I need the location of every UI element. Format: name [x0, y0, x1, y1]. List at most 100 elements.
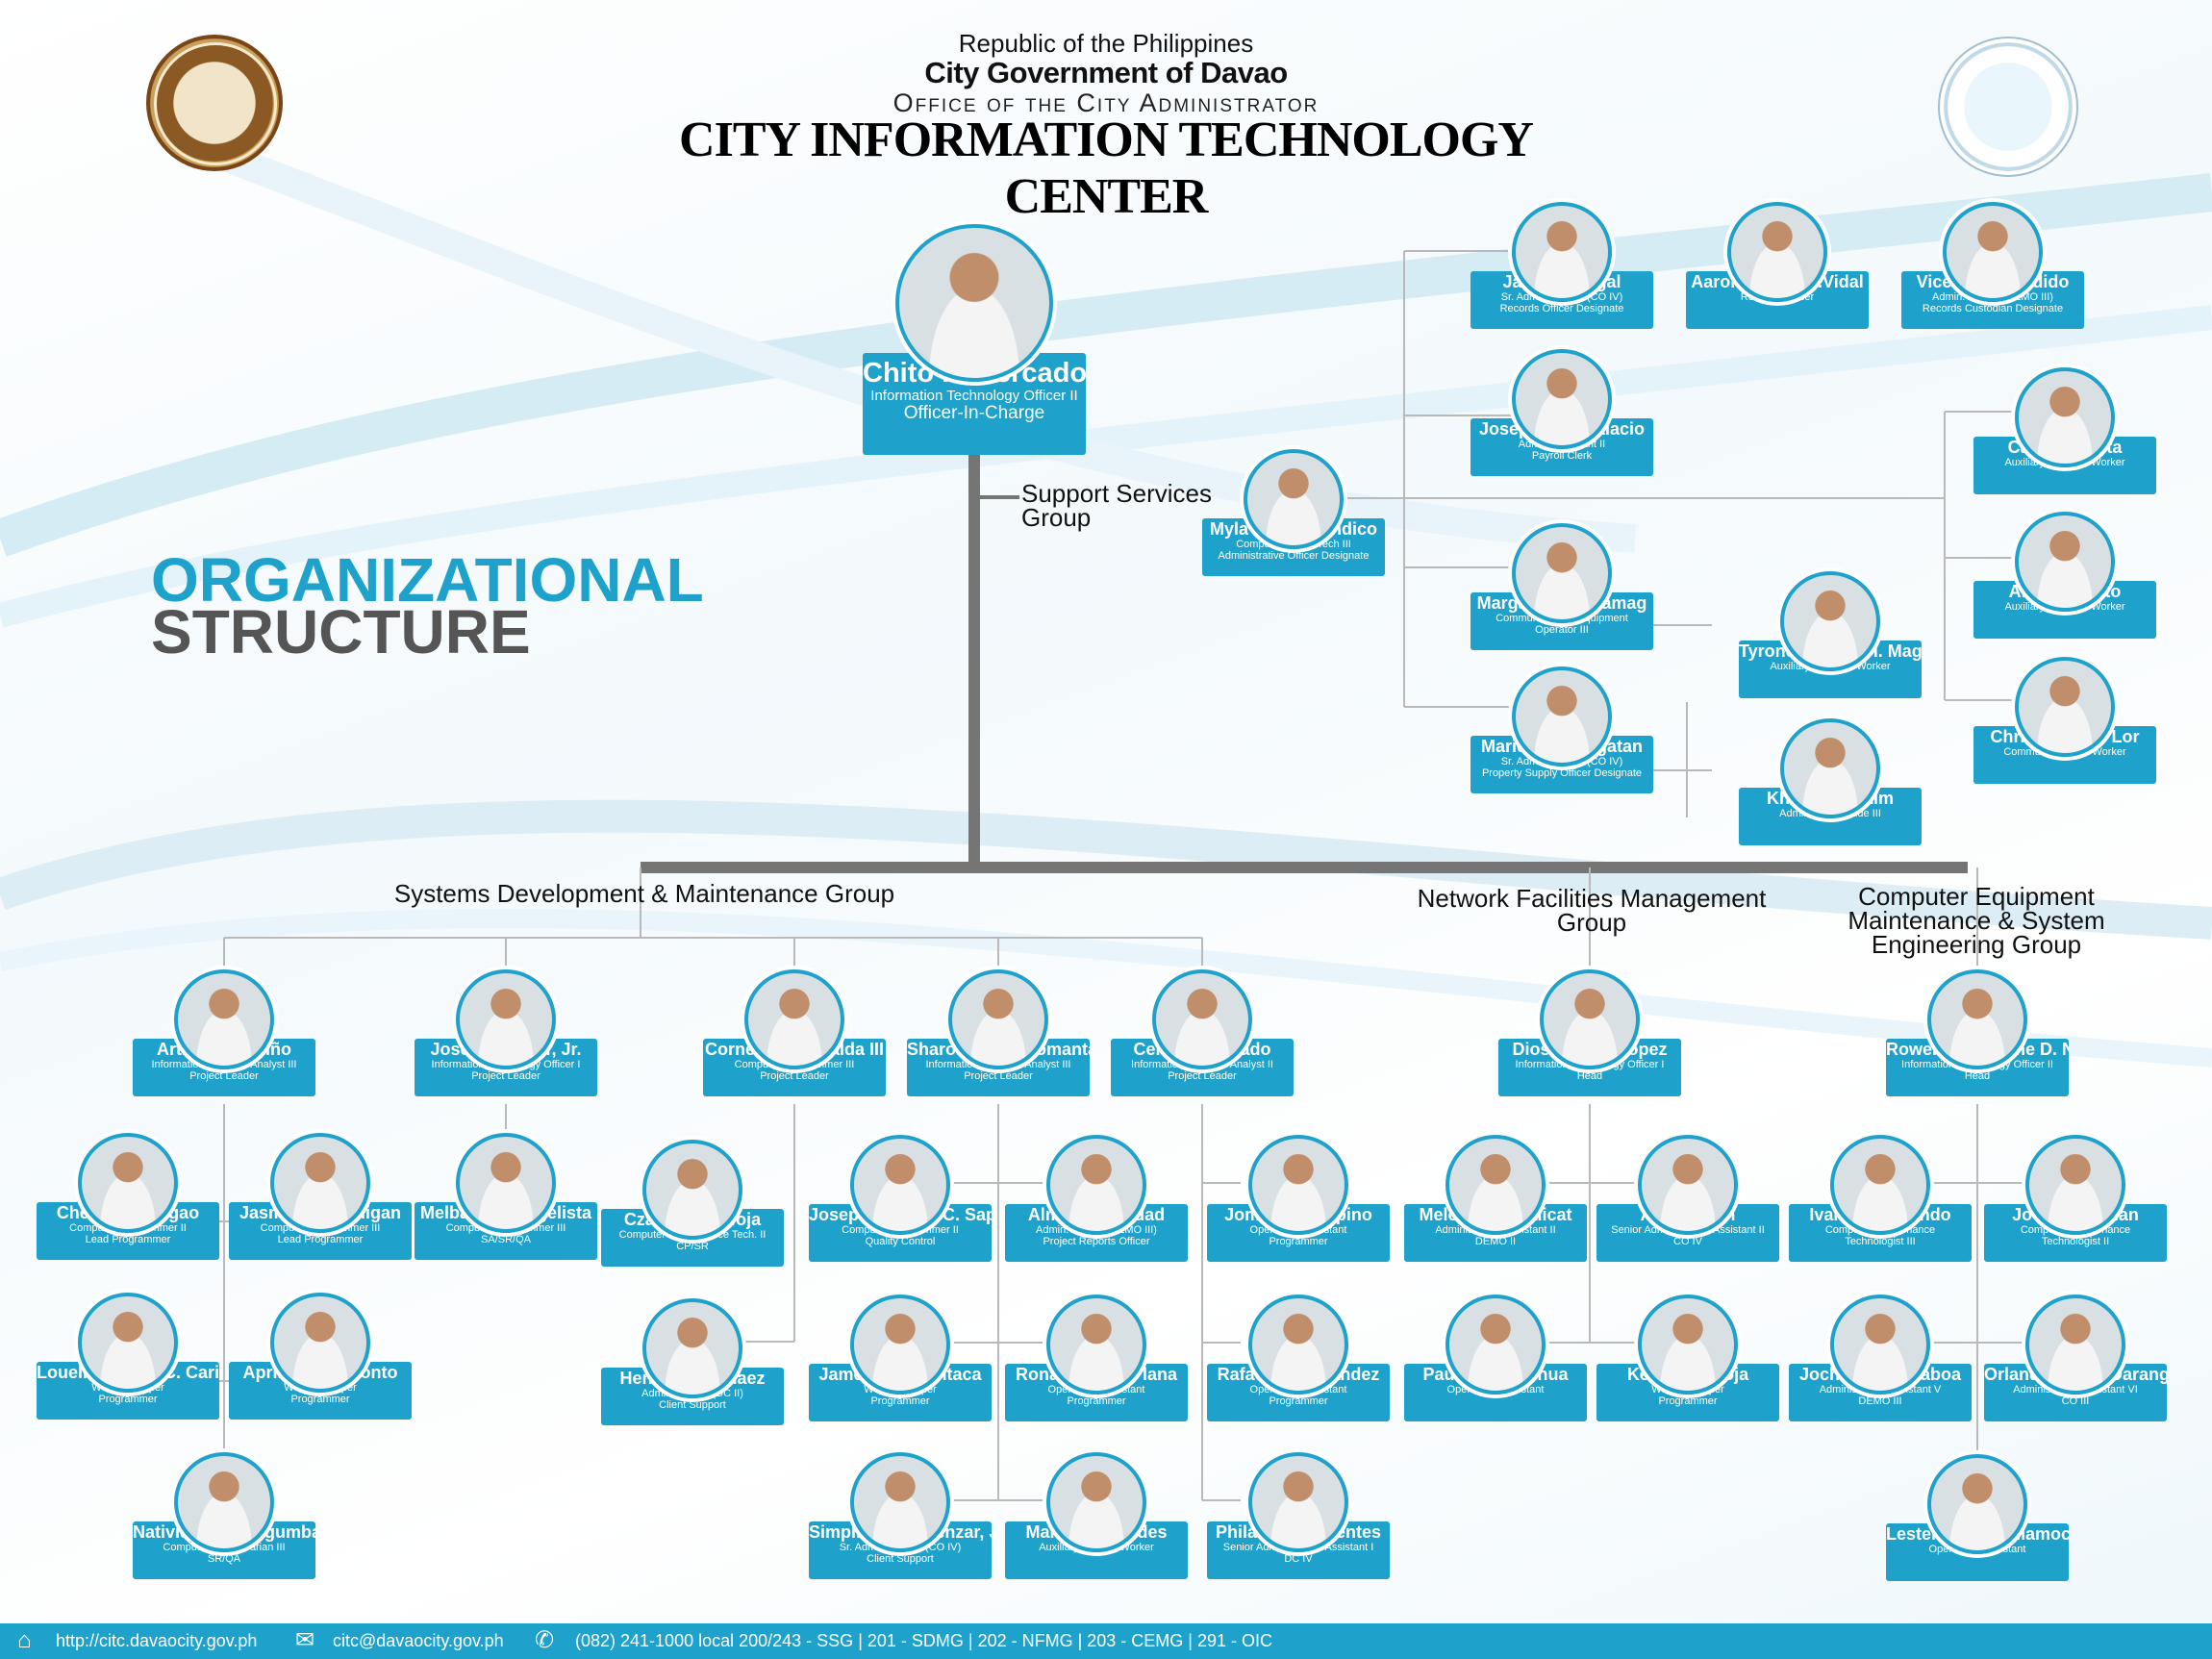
staff-photo [2025, 1295, 2125, 1395]
staff-node-jose: Jose D. Barber, Jr.Information Technolog… [415, 969, 597, 1123]
staff-role: DEMO II [1474, 1236, 1517, 1247]
footer-phone: (082) 241-1000 local 200/243 - SSG | 201… [575, 1631, 1273, 1650]
staff-photo [1046, 1295, 1146, 1395]
header-office: Office of the City Administrator [892, 88, 1320, 117]
staff-role: Project Reports Officer [1043, 1236, 1150, 1247]
staff-role: Client Support [659, 1399, 726, 1411]
staff-photo [1248, 1452, 1348, 1552]
staff-node-jack: Jack C. DingalSr. Admin. Asst. II (CO IV… [1470, 202, 1653, 356]
staff-role: Records Custodian Designate [1922, 303, 2064, 314]
staff-node-rafael: Rafael P. FernandezOperations AssistantP… [1207, 1295, 1390, 1448]
staff-node-alice: Alice M. VistoAuxiliary Services Worker [1973, 512, 2156, 666]
staff-role: Administrative Officer Designate [1218, 550, 1370, 562]
mail-icon: ✉ [295, 1627, 315, 1653]
staff-photo [456, 969, 556, 1069]
staff-node-paul: Paul Eliezer ChuaOperations Assistant [1404, 1295, 1587, 1448]
staff-node-joey: Joey P. DandanComputer MaintenanceTechno… [1984, 1135, 2167, 1289]
staff-role: Client Support [867, 1553, 934, 1565]
staff-photo [456, 1133, 556, 1233]
staff-role: Officer-In-Charge [903, 403, 1045, 423]
page-title-line1: ORGANIZATIONAL [151, 545, 704, 615]
staff-role: Property Supply Officer Designate [1481, 767, 1643, 779]
staff-photo [174, 1452, 274, 1552]
footer-email[interactable]: citc@davaocity.gov.ph [333, 1631, 504, 1650]
staff-photo [850, 1452, 950, 1552]
group-label-nfmg: Network Facilities Management Group [1417, 884, 1767, 937]
staff-role: SR/QA [207, 1553, 241, 1565]
staff-role: Payroll Clerk [1531, 450, 1593, 462]
staff-node-mariafe: Maria Fe CeladesAuxiliary Service Worker [1005, 1452, 1188, 1606]
seal-ring [154, 42, 277, 165]
staff-node-louella: Louella Marree C. CariñoWeb DeveloperPro… [37, 1293, 219, 1446]
staff-node-arthur: Arthur B. CariñoInformation Systems Anal… [133, 969, 315, 1123]
staff-photo [642, 1140, 742, 1240]
staff-role: Programmer [1067, 1395, 1126, 1407]
staff-node-april: April Mae B. BontoWeb DeveloperProgramme… [229, 1293, 412, 1446]
staff-photo [1244, 449, 1344, 549]
staff-role: DC IV [1284, 1553, 1313, 1565]
staff-node-sharon: Sharon Lei M. LomantasInformation System… [907, 969, 1090, 1123]
group-label-cemg: Computer Equipment Maintenance & System … [1848, 882, 2105, 959]
staff-node-james: James Rulf LantacaWeb DeveloperProgramme… [809, 1295, 992, 1448]
staff-photo [1046, 1135, 1146, 1235]
staff-role: DEMO III [1858, 1395, 1902, 1407]
staff-node-kevin: Kevin B. AlfojaWeb DeveloperProgrammer [1596, 1295, 1779, 1448]
staff-role: CO IV [1673, 1236, 1702, 1247]
davao-city-seal-logo [146, 35, 283, 171]
staff-photo [1727, 202, 1827, 302]
staff-photo [1638, 1295, 1738, 1395]
staff-photo [1248, 1295, 1348, 1395]
staff-role: Operator III [1535, 624, 1589, 636]
staff-photo [1445, 1295, 1546, 1395]
staff-role: Technologist II [2041, 1236, 2110, 1247]
staff-photo [2025, 1135, 2125, 1235]
staff-role: CP/SR [676, 1241, 709, 1252]
footer-website[interactable]: http://citc.davaocity.gov.ph [56, 1631, 258, 1650]
staff-photo [174, 969, 274, 1069]
staff-role: Lead Programmer [277, 1234, 364, 1245]
page-title-line2: STRUCTURE [151, 597, 531, 666]
staff-node-rona: Rona Melissa PlanaOperations AssistantPr… [1005, 1295, 1188, 1448]
staff-photo [850, 1135, 950, 1235]
staff-photo [1512, 202, 1612, 302]
staff-photo [1830, 1295, 1930, 1395]
staff-position: Information Technology Officer II [870, 388, 1078, 404]
staff-node-tyrone: Tyrone Joseph H. MagallanesAuxiliary Ser… [1739, 571, 1922, 725]
citc-seal-logo [1938, 37, 2078, 177]
header-city-government: City Government of Davao [924, 56, 1288, 89]
home-icon: ⌂ [17, 1627, 32, 1653]
staff-role: SA/SR/QA [481, 1234, 531, 1245]
staff-role: Technologist III [1845, 1236, 1916, 1247]
staff-node-jomarie: Jomarie P. EspinoOperations AssistantPro… [1207, 1135, 1390, 1289]
staff-role: Project Leader [189, 1070, 259, 1082]
staff-role: Programmer [1269, 1236, 1328, 1247]
staff-role: Records Officer Designate [1499, 303, 1624, 314]
staff-photo [895, 224, 1053, 382]
staff-role: Programmer [1658, 1395, 1718, 1407]
staff-role: Quality Control [865, 1236, 936, 1247]
staff-photo [270, 1293, 370, 1393]
staff-role: Project Leader [964, 1070, 1033, 1082]
staff-node-simplicio: Simplicio B. Atienzar, Jr.Sr. Admin. Ass… [809, 1452, 992, 1606]
staff-photo [270, 1133, 370, 1233]
staff-role: Project Leader [1168, 1070, 1237, 1082]
staff-photo [1830, 1135, 1930, 1235]
staff-photo [1540, 969, 1640, 1069]
staff-photo [2015, 367, 2115, 467]
staff-role: Lead Programmer [85, 1234, 171, 1245]
staff-photo [1638, 1135, 1738, 1235]
staff-node-celina: Celina E. CaradoInformation Systems Anal… [1111, 969, 1294, 1123]
staff-node-aaron: Aaron Patrick P.VidalRecords Officer [1686, 202, 1869, 356]
